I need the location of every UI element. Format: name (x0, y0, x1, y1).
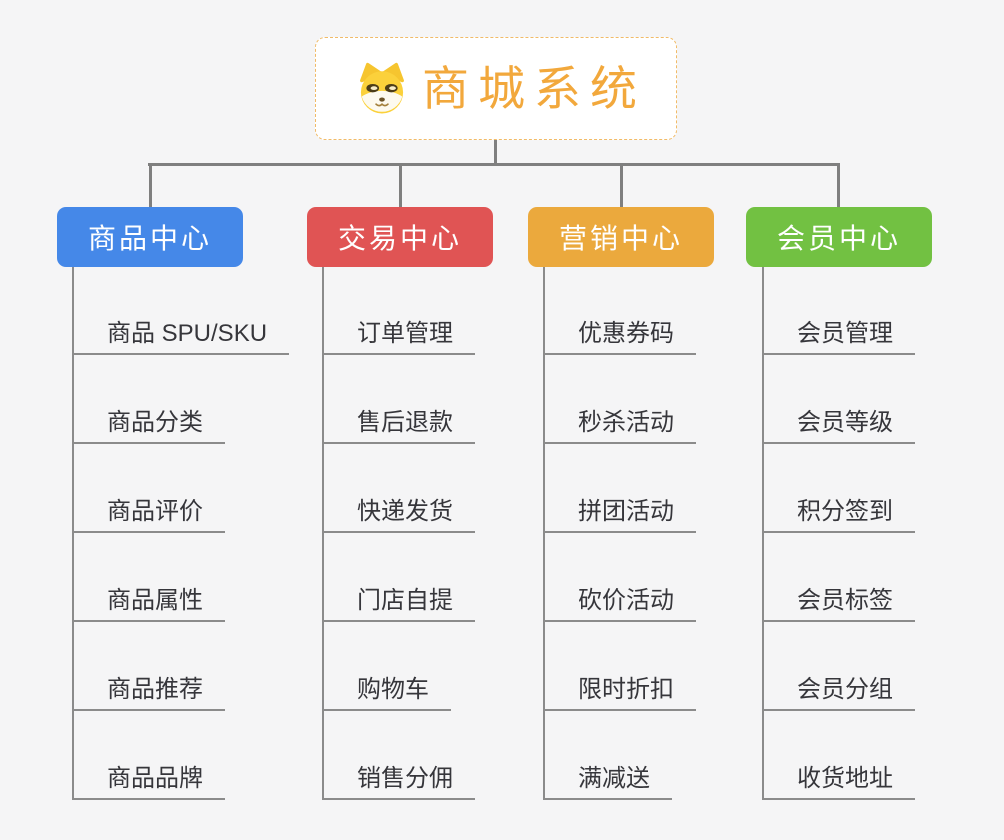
mindmap-item-store-pickup[interactable]: 门店自提 (322, 584, 475, 622)
mindmap-item-shipping-address[interactable]: 收货地址 (762, 762, 915, 800)
root-title: 商城系统 (422, 62, 646, 115)
mindmap-item-member-level[interactable]: 会员等级 (762, 406, 915, 444)
connector-root-stem (494, 140, 497, 164)
root-node[interactable]: 商城系统 (315, 37, 677, 140)
mindmap-item-product-brand[interactable]: 商品品牌 (72, 762, 225, 800)
mindmap-item-flash-sale[interactable]: 秒杀活动 (543, 406, 696, 444)
mindmap-item-product-spu-sku[interactable]: 商品 SPU/SKU (72, 317, 290, 355)
mindmap-item-limited-time-discount[interactable]: 限时折扣 (543, 673, 696, 711)
mindmap-item-member-group[interactable]: 会员分组 (762, 673, 915, 711)
branch-node-marketing-center[interactable]: 营销中心 (528, 207, 714, 267)
mindmap-item-coupon-code[interactable]: 优惠券码 (543, 317, 696, 355)
connector-drop-product (149, 163, 152, 207)
mindmap-item-points-checkin[interactable]: 积分签到 (762, 495, 915, 533)
mindmap-item-order-management[interactable]: 订单管理 (322, 317, 475, 355)
mindmap-item-member-management[interactable]: 会员管理 (762, 317, 915, 355)
mindmap-item-product-recommend[interactable]: 商品推荐 (72, 673, 225, 711)
dog-icon (360, 62, 404, 113)
branch-label: 商品中心 (87, 223, 212, 254)
branch-label: 营销中心 (558, 223, 683, 254)
connector-drop-marketing (620, 163, 623, 207)
mindmap-item-member-tag[interactable]: 会员标签 (762, 584, 915, 622)
mindmap-item-product-review[interactable]: 商品评价 (72, 495, 225, 533)
branch-label: 会员中心 (776, 223, 901, 254)
connector-horizontal-bar (148, 163, 840, 166)
branch-label: 交易中心 (337, 223, 462, 254)
mindmap-item-shopping-cart[interactable]: 购物车 (322, 673, 451, 711)
branch-node-member-center[interactable]: 会员中心 (746, 207, 932, 267)
branch-node-trade-center[interactable]: 交易中心 (307, 207, 493, 267)
connector-drop-member (837, 163, 840, 207)
mindmap-item-full-reduction[interactable]: 满减送 (543, 762, 672, 800)
mindmap-item-product-category[interactable]: 商品分类 (72, 406, 225, 444)
mindmap-item-aftersale-refund[interactable]: 售后退款 (322, 406, 475, 444)
connector-drop-trade (399, 163, 402, 207)
mindmap-item-express-delivery[interactable]: 快递发货 (322, 495, 475, 533)
branch-node-product-center[interactable]: 商品中心 (57, 207, 243, 267)
mindmap-item-bargain-activity[interactable]: 砍价活动 (543, 584, 696, 622)
mindmap-item-product-attribute[interactable]: 商品属性 (72, 584, 225, 622)
mindmap-item-sales-commission[interactable]: 销售分佣 (322, 762, 475, 800)
mindmap-item-group-buying[interactable]: 拼团活动 (543, 495, 696, 533)
